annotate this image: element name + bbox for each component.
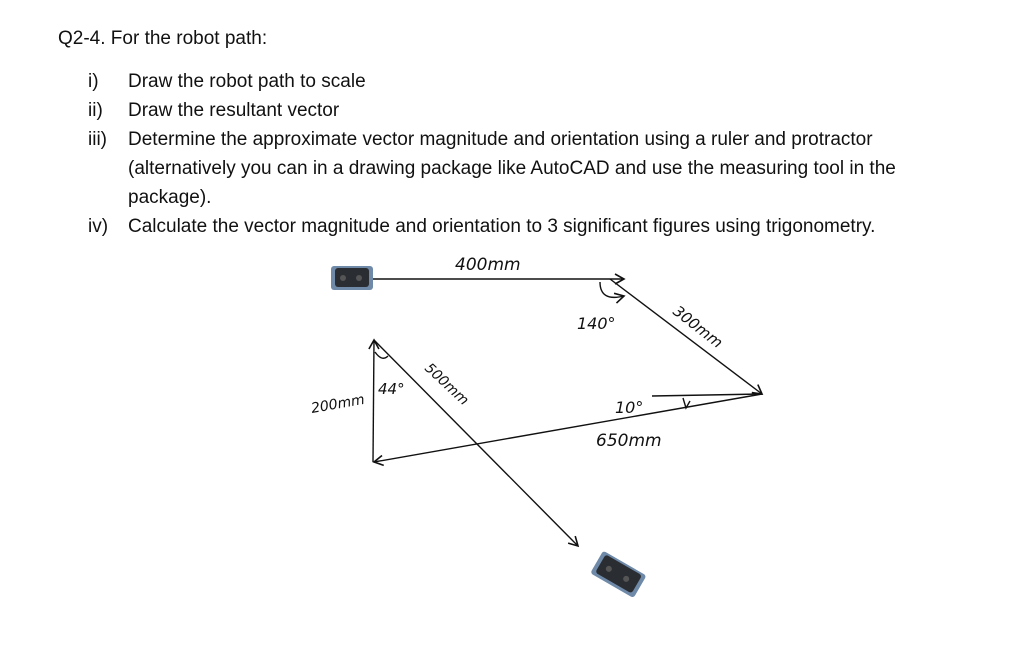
angle-arc-140: [599, 281, 626, 304]
path-segment-300mm: [609, 278, 764, 395]
angle-arc-44: [374, 351, 389, 359]
label-650mm: 650mm: [596, 431, 662, 451]
task-text: Draw the resultant vector: [128, 100, 340, 121]
label-angle-140: 140°: [577, 314, 616, 333]
label-200mm: 200mm: [310, 392, 366, 417]
task-text: Draw the robot path to scale: [128, 71, 366, 92]
start-robot-image: [331, 266, 373, 290]
task-text: Calculate the vector magnitude and orien…: [128, 216, 876, 237]
path-segment-650mm: [372, 393, 763, 467]
task-list: i) Draw the robot path to scale ii) Draw…: [88, 67, 968, 241]
task-number: i): [88, 71, 99, 92]
reference-line: [651, 393, 763, 397]
label-300mm: 300mm: [670, 302, 727, 352]
path-segment-200mm: [368, 338, 380, 463]
task-text: Determine the approximate vector magnitu…: [128, 129, 896, 208]
end-robot-image: [591, 551, 646, 598]
question-title: Q2-4. For the robot path:: [58, 28, 268, 49]
label-angle-44: 44°: [378, 380, 405, 398]
label-500mm: 500mm: [421, 360, 471, 409]
task-item: ii) Draw the resultant vector: [88, 96, 968, 125]
task-number: iv): [88, 216, 109, 237]
label-400mm: 400mm: [455, 255, 521, 275]
task-number: iii): [88, 129, 107, 150]
task-item: i) Draw the robot path to scale: [88, 67, 968, 96]
task-item: iii) Determine the approximate vector ma…: [88, 125, 968, 212]
task-item: iv) Calculate the vector magnitude and o…: [88, 212, 968, 241]
label-angle-10: 10°: [615, 398, 643, 417]
task-number: ii): [88, 100, 103, 121]
path-segment-500mm: [373, 339, 580, 548]
angle-tick-10: [682, 397, 691, 410]
